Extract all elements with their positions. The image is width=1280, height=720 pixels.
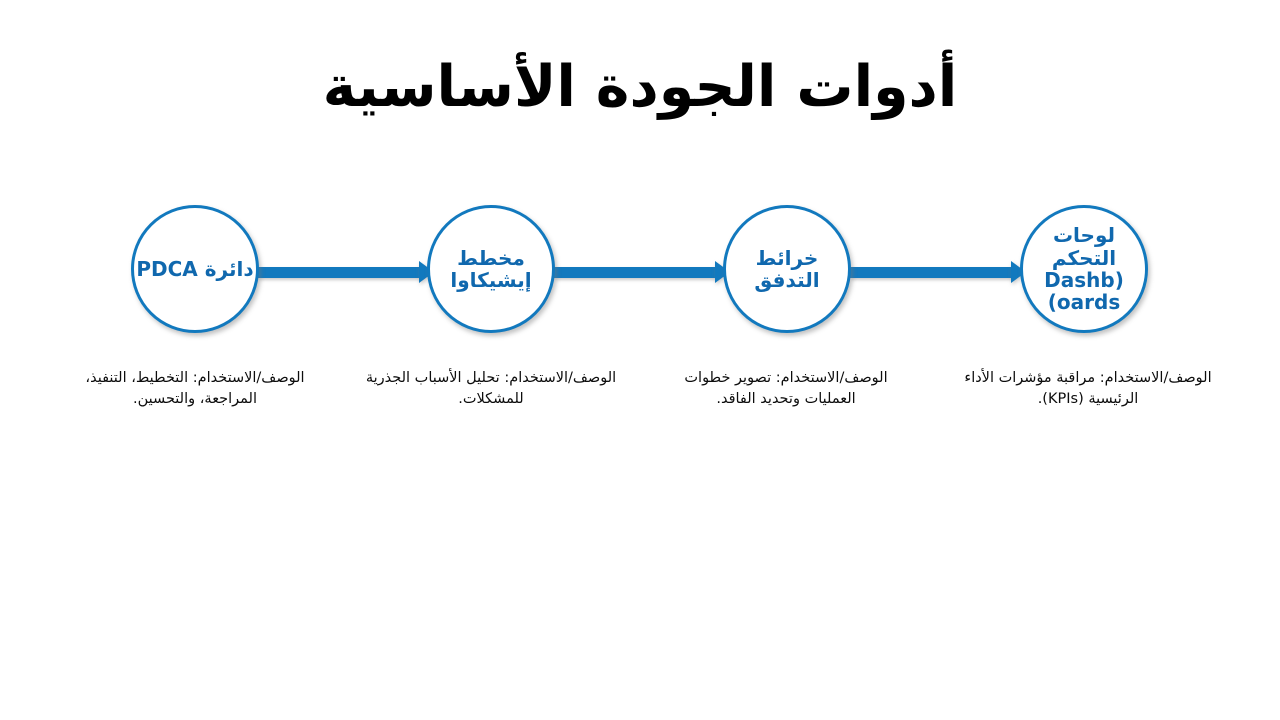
node-circle-shape xyxy=(723,205,851,333)
node-caption-flowcharts: الوصف/الاستخدام: تصوير خطوات العمليات وت… xyxy=(684,370,888,408)
node-circle-shape xyxy=(427,205,555,333)
node-caption-dashboards: الوصف/الاستخدام: مراقبة مؤشرات الأداء ال… xyxy=(964,370,1212,408)
connector-arrow-1 xyxy=(258,261,434,283)
node-circle-shape xyxy=(1020,205,1148,333)
arrow-shaft xyxy=(554,267,717,278)
node-circle-shape xyxy=(131,205,259,333)
node-caption-pdca: الوصف/الاستخدام: التخطيط، التنفيذ، المرا… xyxy=(85,370,305,408)
arrow-shaft xyxy=(850,267,1013,278)
arrow-shaft xyxy=(258,267,421,278)
connector-arrow-2 xyxy=(554,261,730,283)
node-caption-ishikawa: الوصف/الاستخدام: تحليل الأسباب الجذرية ل… xyxy=(365,370,617,408)
connector-arrow-3 xyxy=(850,261,1026,283)
page-title: أدوات الجودة الأساسية xyxy=(322,54,958,120)
